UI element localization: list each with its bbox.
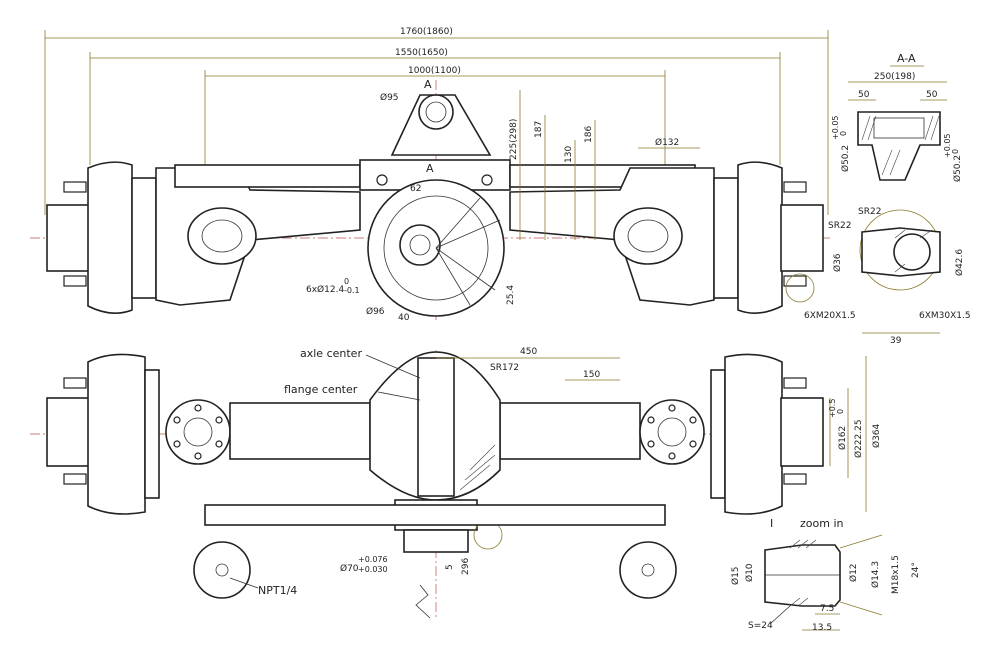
label-150: 150 [583, 370, 600, 380]
label-phi132: Ø132 [655, 137, 679, 148]
front-right-flange [780, 397, 824, 467]
right-flange-plate [780, 204, 824, 272]
label-450: 450 [520, 347, 537, 357]
label-187: 187 [534, 121, 544, 138]
label-phi364: Ø364 [871, 423, 882, 448]
section-d50-right: 50 [926, 90, 938, 100]
ball-joint-detail: SR22 SR22 Ø36 Ø42.6 6XM20X1.5 6XM30X1.5 … [804, 207, 971, 346]
right-brake-chamber [619, 541, 677, 599]
section-mark-mid: A [426, 162, 434, 175]
label-5: 5 [445, 564, 455, 570]
front-left-hub [165, 399, 231, 465]
input-flange [403, 529, 469, 553]
section-bore-left-tol-bottom: 0 [839, 131, 848, 136]
zoom-thread: M18x1.5 [891, 555, 901, 594]
section-bore-right-tol-top: +0.05 [943, 133, 952, 158]
ball-sr22-a: SR22 [858, 207, 881, 217]
label-62: 62 [410, 184, 421, 194]
front-right-drum [724, 353, 783, 515]
label-phi162-tol-bottom: 0 [836, 409, 845, 414]
dim-flange: 1550(1650) [395, 48, 448, 58]
zoom-angle: 24° [911, 562, 921, 578]
label-sr172: SR172 [490, 363, 519, 373]
label-phi70: Ø70 [340, 563, 359, 574]
label-phi70-tol-bottom: +0.030 [358, 565, 388, 574]
section-d50-left: 50 [858, 90, 870, 100]
zoom-fitting [764, 544, 841, 607]
zoom-s24: S=24 [748, 621, 773, 631]
section-bore-left: Ø50.2 [840, 145, 851, 172]
pivot-bore [418, 94, 454, 130]
section-bore-left-tol-top: +0.05 [831, 115, 840, 140]
ball-d39: 39 [890, 336, 902, 346]
front-right-hub [639, 399, 705, 465]
label-holes-tol-bottom: -0.1 [344, 286, 360, 295]
ball-sr22-b: SR22 [828, 221, 851, 231]
label-phi162-tol-top: +0.5 [828, 399, 837, 418]
dim-overall: 1760(1860) [400, 27, 453, 37]
label-225: 225(298) [509, 119, 519, 160]
ball-phi42-6: Ø42.6 [954, 249, 965, 276]
top-view: 1760(1860) 1550(1650) 1000(1100) [30, 27, 830, 323]
section-body [857, 111, 941, 181]
front-tie-rod [204, 504, 666, 526]
tie-rod [174, 164, 361, 188]
zoom-title: zoom in [800, 517, 844, 530]
label-phi96: Ø96 [366, 306, 385, 317]
left-flange-plate [46, 204, 90, 272]
right-wheel-studs [783, 181, 807, 287]
label-phi95: Ø95 [380, 92, 399, 103]
zoom-phi14-3: Ø14.3 [870, 561, 881, 588]
zoom-d7-5: 7.5 [820, 604, 834, 614]
zoom-phi12: Ø12 [848, 563, 859, 582]
front-view: 450 150 SR172 axle center flange center … [30, 347, 882, 620]
section-width: 250(198) [874, 72, 915, 82]
label-25-4: 25.4 [506, 285, 516, 305]
front-diff-carrier [417, 357, 455, 497]
dim-spring: 1000(1100) [408, 66, 461, 76]
label-holes-tol-top: 0 [344, 277, 349, 286]
front-right-tube [499, 402, 641, 460]
zoom-phi10: Ø10 [744, 563, 755, 582]
front-left-drum [87, 353, 146, 515]
label-phi222: Ø222.25 [853, 419, 864, 458]
ball-thread-right: 6XM30X1.5 [919, 311, 971, 321]
label-npt: NPT1/4 [258, 584, 297, 597]
front-left-flange [46, 397, 90, 467]
label-phi162: Ø162 [837, 426, 848, 450]
label-phi70-tol-top: +0.076 [358, 555, 388, 564]
label-130: 130 [564, 146, 574, 163]
left-brake-drum [87, 161, 133, 314]
label-flange-center: flange center [284, 383, 358, 396]
section-bore-right-tol-bottom: 0 [951, 149, 960, 154]
zoom-d13-5: 13.5 [812, 623, 832, 633]
section-mark-top: A [424, 78, 432, 91]
section-title: A-A [897, 52, 916, 65]
left-wheel-studs [63, 181, 87, 287]
left-steering-knuckle [187, 207, 257, 265]
label-holes: 6xØ12.4 [306, 284, 344, 295]
zoom-roman: I [770, 517, 773, 530]
ball-thread-left: 6XM20X1.5 [804, 311, 856, 321]
right-brake-drum [737, 161, 783, 314]
right-axle-housing [509, 167, 715, 306]
label-186: 186 [584, 126, 594, 143]
ball-phi36: Ø36 [832, 253, 843, 272]
zoom-phi15: Ø15 [730, 566, 741, 585]
break-symbol [415, 584, 431, 619]
front-left-tube [229, 402, 371, 460]
left-brake-chamber [193, 541, 251, 599]
zoom-detail: I zoom in Ø15 Ø10 Ø12 Ø14.3 M18x1.5 24° … [730, 517, 921, 633]
pinion-flange [399, 224, 441, 266]
section-bore-right: Ø50.2 [952, 155, 963, 182]
label-axle-center: axle center [300, 347, 362, 360]
label-296: 296 [461, 558, 471, 575]
label-40: 40 [398, 313, 410, 323]
right-steering-knuckle [613, 207, 683, 265]
section-a-a: A-A 250(198) 50 50 Ø50.2 +0.05 0 Ø50.2 +… [831, 52, 963, 182]
